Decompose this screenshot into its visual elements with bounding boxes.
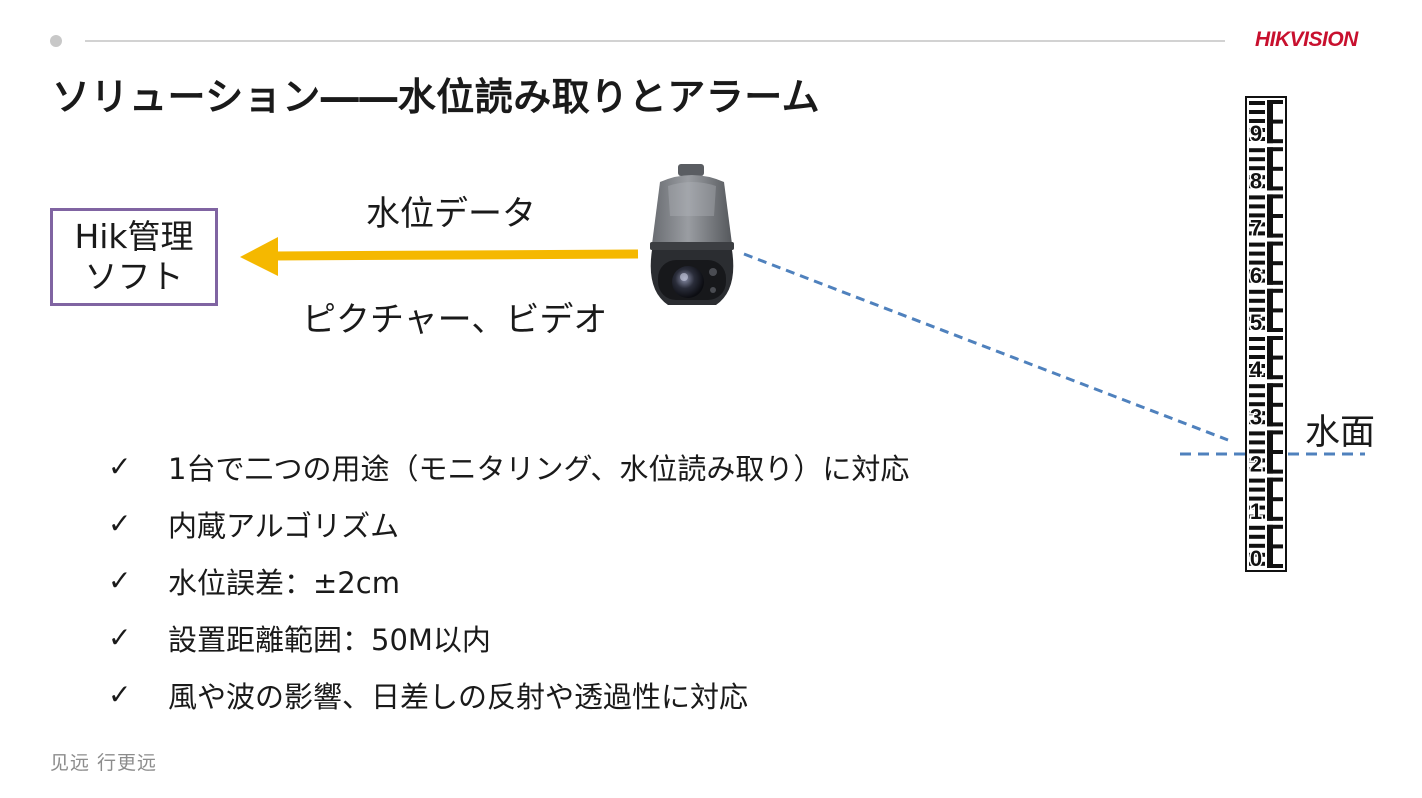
gauge-tick bbox=[1267, 375, 1283, 379]
gauge-tick bbox=[1249, 101, 1265, 105]
gauge-tick bbox=[1249, 431, 1265, 435]
check-icon: ✓ bbox=[108, 678, 168, 711]
gauge-tick bbox=[1267, 234, 1283, 238]
gauge-tick bbox=[1267, 525, 1283, 529]
gauge-digit: 5 bbox=[1250, 310, 1262, 335]
check-icon: ✓ bbox=[108, 621, 168, 654]
check-icon: ✓ bbox=[108, 507, 168, 540]
feature-item: ✓内蔵アルゴリズム bbox=[108, 495, 909, 552]
camera-sightline bbox=[744, 254, 1228, 440]
gauge-digit: 3 bbox=[1250, 404, 1262, 429]
feature-text: 内蔵アルゴリズム bbox=[168, 503, 399, 545]
gauge-digit: 4 bbox=[1250, 357, 1263, 382]
gauge-tick bbox=[1249, 290, 1265, 294]
gauge-tick bbox=[1267, 242, 1283, 246]
gauge-digit: 0 bbox=[1250, 546, 1262, 571]
gauge-tick bbox=[1267, 450, 1283, 454]
gauge-digit: 6 bbox=[1250, 263, 1262, 288]
gauge-tick bbox=[1267, 261, 1283, 265]
gauge-tick bbox=[1267, 214, 1283, 218]
gauge-tick bbox=[1249, 440, 1265, 444]
feature-list: ✓1台で二つの用途（モニタリング、水位読み取り）に対応 ✓内蔵アルゴリズム ✓水… bbox=[108, 438, 909, 723]
gauge-digit: 7 bbox=[1250, 216, 1262, 241]
feature-item: ✓設置距離範囲：50M以内 bbox=[108, 609, 909, 666]
gauge-tick bbox=[1249, 110, 1265, 114]
gauge-tick bbox=[1267, 356, 1283, 360]
feature-item: ✓風や波の影響、日差しの反射や透過性に対応 bbox=[108, 666, 909, 723]
footer-slogan: 见远 行更远 bbox=[50, 748, 157, 775]
ptz-camera-icon bbox=[638, 160, 746, 320]
gauge-tick bbox=[1249, 243, 1265, 247]
feature-text: 風や波の影響、日差しの反射や透過性に対応 bbox=[168, 674, 748, 716]
check-icon: ✓ bbox=[108, 564, 168, 597]
feature-text: 水位誤差：±2cm bbox=[168, 560, 400, 602]
gauge-tick bbox=[1267, 328, 1283, 332]
gauge-digit: 2 bbox=[1250, 452, 1262, 477]
gauge-tick bbox=[1267, 470, 1283, 474]
data-flow-arrow-shaft bbox=[272, 254, 638, 256]
gauge-tick bbox=[1267, 383, 1283, 387]
gauge-tick bbox=[1267, 147, 1283, 151]
gauge-tick bbox=[1249, 337, 1265, 341]
gauge-tick bbox=[1267, 194, 1283, 198]
gauge-tick bbox=[1267, 517, 1283, 521]
gauge-digit: 1 bbox=[1250, 499, 1262, 524]
gauge-tick bbox=[1267, 478, 1283, 482]
gauge-tick bbox=[1267, 430, 1283, 434]
feature-item: ✓1台で二つの用途（モニタリング、水位読み取り）に対応 bbox=[108, 438, 909, 495]
gauge-tick bbox=[1249, 384, 1265, 388]
feature-text: 設置距離範囲：50M以内 bbox=[168, 617, 491, 659]
picture-video-label: ピクチャー、ビデオ bbox=[302, 292, 607, 341]
gauge-tick bbox=[1267, 564, 1283, 568]
water-level-data-label: 水位データ bbox=[366, 186, 536, 235]
water-staff-gauge: 9 8 7 6 5 4 3 2 1 0 bbox=[1245, 96, 1287, 572]
gauge-tick bbox=[1249, 535, 1265, 539]
gauge-tick bbox=[1267, 139, 1283, 143]
gauge-tick bbox=[1267, 403, 1283, 407]
data-flow-arrow-head bbox=[240, 237, 278, 276]
gauge-tick bbox=[1249, 148, 1265, 152]
gauge-tick bbox=[1249, 204, 1265, 208]
feature-item: ✓水位誤差：±2cm bbox=[108, 552, 909, 609]
gauge-tick bbox=[1267, 100, 1283, 104]
gauge-digit: 8 bbox=[1250, 168, 1262, 193]
gauge-tick bbox=[1249, 346, 1265, 350]
gauge-tick bbox=[1249, 157, 1265, 161]
water-surface-label: 水面 bbox=[1305, 404, 1375, 455]
gauge-tick bbox=[1267, 167, 1283, 171]
gauge-tick bbox=[1267, 336, 1283, 340]
gauge-tick bbox=[1249, 252, 1265, 256]
gauge-tick bbox=[1249, 393, 1265, 397]
gauge-digit: 9 bbox=[1250, 121, 1262, 146]
gauge-tick bbox=[1249, 488, 1265, 492]
feature-text: 1台で二つの用途（モニタリング、水位読み取り）に対応 bbox=[168, 446, 909, 488]
gauge-tick bbox=[1267, 186, 1283, 190]
gauge-tick bbox=[1267, 497, 1283, 501]
gauge-tick bbox=[1267, 544, 1283, 548]
gauge-tick bbox=[1249, 299, 1265, 303]
gauge-tick bbox=[1249, 526, 1265, 530]
gauge-tick bbox=[1249, 195, 1265, 199]
gauge-tick bbox=[1267, 422, 1283, 426]
gauge-tick bbox=[1267, 281, 1283, 285]
gauge-tick bbox=[1267, 308, 1283, 312]
gauge-tick bbox=[1267, 120, 1283, 124]
gauge-tick bbox=[1249, 479, 1265, 483]
check-icon: ✓ bbox=[108, 450, 168, 483]
gauge-tick bbox=[1267, 289, 1283, 293]
